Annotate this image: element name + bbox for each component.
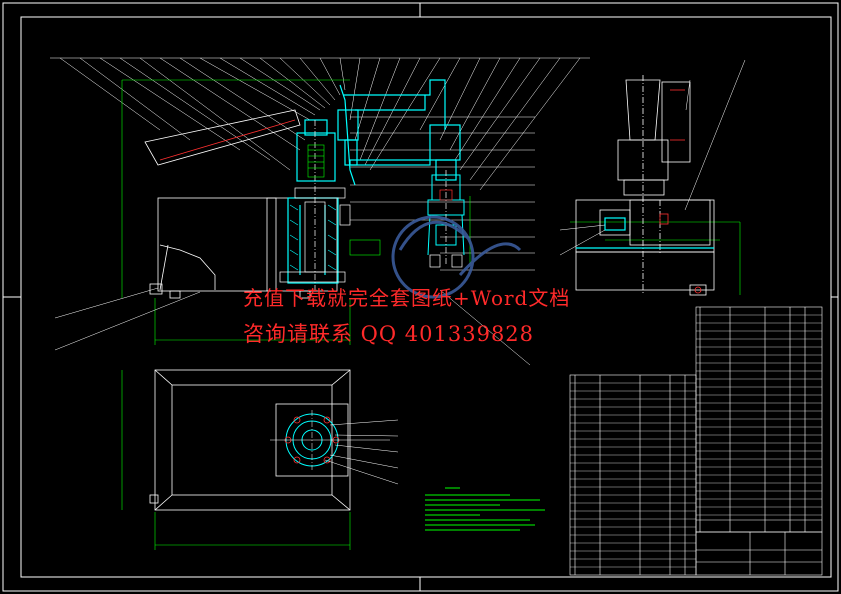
top-leaders	[270, 410, 399, 485]
motor-hatch	[307, 144, 381, 256]
column-section	[287, 79, 461, 284]
parts-list-rows	[696, 314, 822, 516]
logo-watermark	[391, 215, 522, 299]
technical-requirements	[425, 487, 545, 531]
base-cabinet	[149, 197, 338, 299]
title-block	[569, 374, 823, 576]
left-leaders	[54, 287, 201, 351]
title-block-rows	[570, 382, 696, 568]
chute	[144, 109, 301, 166]
top-dimensions	[121, 370, 351, 550]
side-cyan	[576, 217, 714, 249]
watermark-line-2: 咨询请联系 QQ 401339828	[243, 322, 535, 346]
side-dimensions	[570, 221, 741, 295]
parts-list	[695, 306, 823, 533]
watermark-line-1: 充值下载就完全套图纸+Word文档	[243, 286, 571, 310]
front-dimensions	[121, 79, 471, 345]
gripper-white	[429, 170, 463, 268]
side-view	[559, 59, 746, 296]
right-balloon-leaders	[350, 116, 535, 366]
top-view	[121, 369, 399, 550]
side-parts	[575, 75, 715, 296]
balloon-leaders	[50, 57, 590, 191]
column-hatch	[289, 204, 337, 271]
side-red	[659, 89, 685, 225]
column-white-parts	[279, 120, 351, 290]
side-leaders	[559, 59, 746, 256]
